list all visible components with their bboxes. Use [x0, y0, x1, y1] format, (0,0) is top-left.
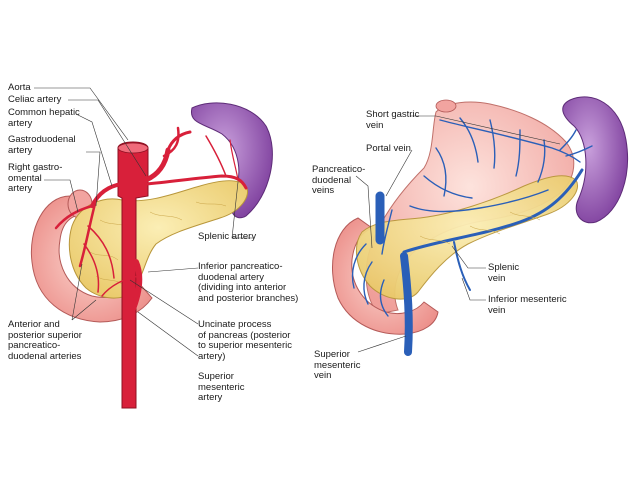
label-aorta: Aorta	[8, 82, 31, 93]
right-panel-venous	[331, 96, 629, 356]
superior-mesenteric-artery	[125, 259, 143, 323]
left-panel-arterial	[30, 87, 273, 409]
pancreas-texture-right	[419, 211, 541, 245]
right-leader-lines	[355, 115, 561, 353]
splenic-vein	[402, 168, 584, 254]
label-common-hepatic-artery: Common hepatic artery	[8, 107, 80, 129]
esophagus-cut	[435, 99, 457, 113]
label-inferior-pancreaticoduodenal-artery: Inferior pancreatico- duodenal artery (d…	[198, 261, 299, 304]
inferior-mesenteric-vein	[453, 241, 471, 291]
duodenum-right	[331, 217, 439, 335]
spleen-right	[562, 96, 629, 224]
superior-mesenteric-vein	[400, 252, 413, 356]
label-celiac-artery: Celiac artery	[8, 94, 62, 105]
left-leader-lines	[34, 87, 254, 357]
label-right-gastroomental-artery: Right gastro- omental artery	[8, 162, 63, 194]
duodenum-left	[30, 195, 153, 323]
pancreas-left	[68, 180, 248, 299]
aorta-cut-top	[117, 142, 149, 154]
label-short-gastric-vein: Short gastric vein	[366, 109, 420, 131]
gastric-vein-network	[351, 117, 593, 317]
label-superior-mesenteric-vein: Superior mesenteric vein	[314, 349, 361, 381]
label-uncinate-process: Uncinate process of pancreas (posterior …	[198, 319, 292, 362]
spleen-left	[190, 102, 273, 219]
label-splenic-vein: Splenic vein	[488, 262, 520, 284]
label-pancreaticoduodenal-veins: Pancreatico- duodenal veins	[312, 164, 366, 196]
label-inferior-mesenteric-vein: Inferior mesenteric vein	[488, 294, 567, 316]
label-splenic-artery: Splenic artery	[198, 231, 257, 242]
label-gastroduodenal-artery: Gastroduodenal artery	[8, 134, 76, 156]
label-portal-vein: Portal vein	[366, 143, 411, 154]
aorta	[117, 141, 149, 409]
label-superior-mesenteric-artery: Superior mesenteric artery	[198, 371, 245, 403]
celiac-branches	[54, 126, 248, 297]
label-anterior-posterior-superior-pd-arteries: Anterior and posterior superior pancreat…	[8, 319, 82, 362]
